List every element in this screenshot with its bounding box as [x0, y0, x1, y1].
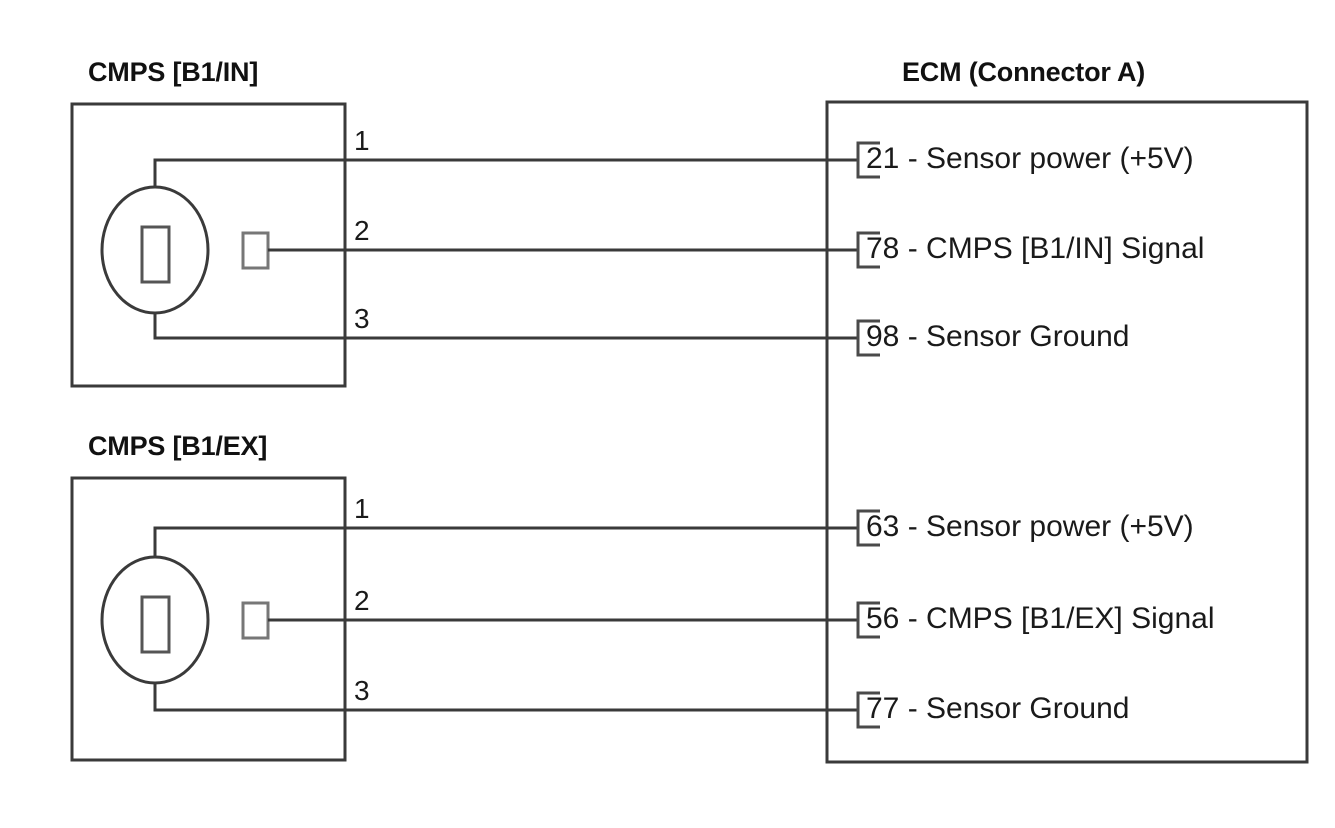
sensor-block-outline-b1in [70, 102, 347, 388]
wire-b1in-pin1-to-ecm21 [153, 158, 858, 187]
wire-b1ex-pin3-to-ecm77 [153, 683, 858, 712]
sensor-symbol-oval-b1in [100, 185, 210, 315]
wire-b1in-pin3-to-ecm98 [153, 313, 858, 340]
ecm-pin-label-78: 78 - CMPS [B1/IN] Signal [866, 232, 1205, 265]
wire-b1ex-pin1-to-ecm63 [153, 526, 858, 557]
ecm-terminal-98 [856, 319, 880, 357]
ecm-pin-label-21: 21 - Sensor power (+5V) [866, 142, 1194, 175]
sensor-pin2-terminal-b1ex [241, 601, 270, 640]
ecm-block-title: ECM (Connector A) [902, 57, 1146, 87]
sensor-pin2-terminal-b1in [241, 231, 270, 270]
sensor-pin-number-b1ex-3: 3 [354, 675, 370, 706]
sensor-symbol-oval-b1ex [100, 555, 210, 685]
sensor-pin-number-b1ex-1: 1 [354, 493, 370, 524]
sensor-pin-number-b1in-1: 1 [354, 125, 370, 156]
ecm-pin-label-63: 63 - Sensor power (+5V) [866, 510, 1194, 543]
sensor-pin-number-b1in-2: 2 [354, 215, 370, 246]
ecm-terminal-63 [856, 509, 880, 547]
ecm-pin-label-56: 56 - CMPS [B1/EX] Signal [866, 602, 1215, 635]
ecm-terminal-56 [856, 601, 880, 639]
ecm-terminal-77 [856, 691, 880, 729]
ecm-block-outline [825, 100, 1309, 764]
ecm-pin-label-77: 77 - Sensor Ground [866, 692, 1130, 725]
ecm-terminal-21 [856, 141, 880, 179]
sensor-block-title-b1in: CMPS [B1/IN] [88, 57, 259, 87]
sensor-block-title-b1ex: CMPS [B1/EX] [88, 431, 268, 461]
sensor-symbol-core-b1in [140, 225, 171, 284]
sensor-symbol-core-b1ex [140, 595, 171, 654]
ecm-terminal-78 [856, 231, 880, 269]
sensor-pin-number-b1in-3: 3 [354, 303, 370, 334]
sensor-pin-number-b1ex-2: 2 [354, 585, 370, 616]
ecm-pin-label-98: 98 - Sensor Ground [866, 320, 1130, 353]
